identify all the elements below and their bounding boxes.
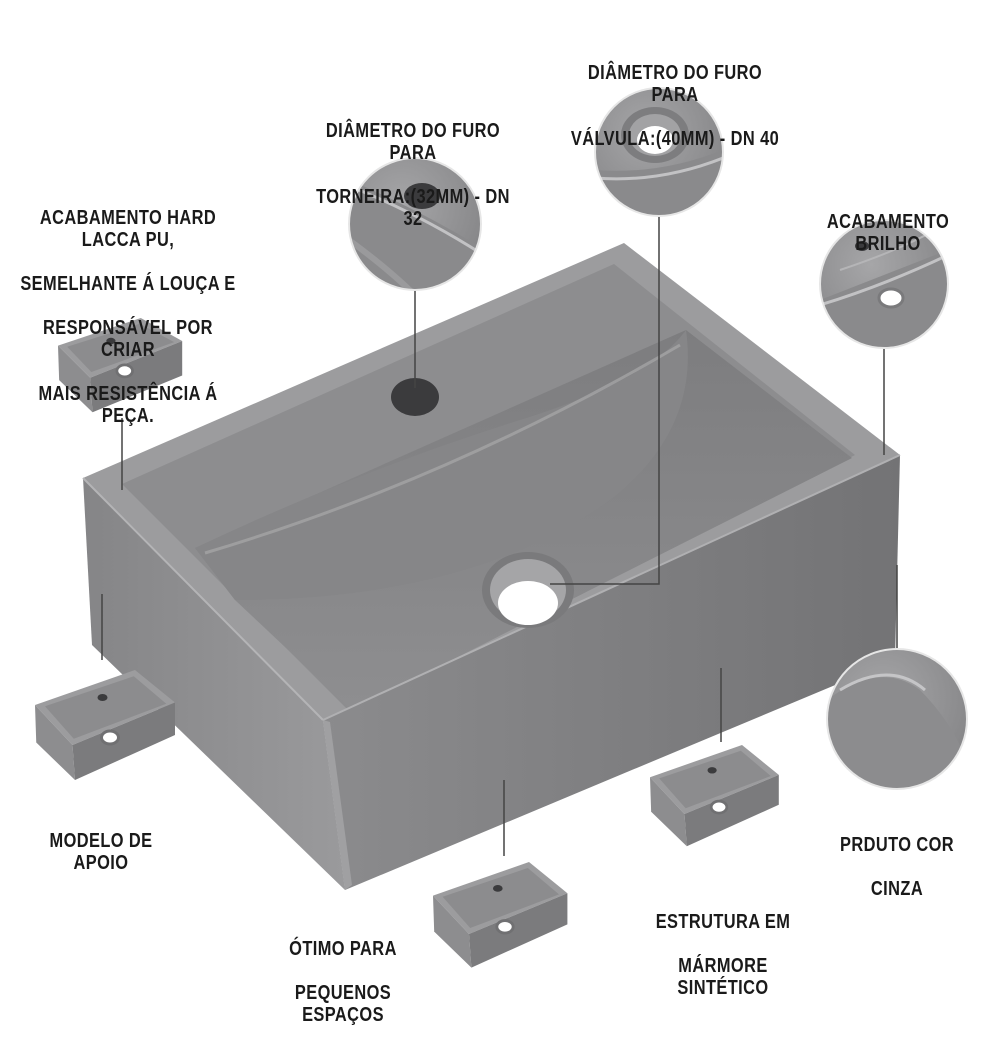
label-line: DIÂMETRO DO FURO PARA [325, 120, 501, 164]
label-line: PEQUENOS ESPAÇOS [294, 982, 392, 1026]
label-line: DIÂMETRO DO FURO PARA [587, 62, 763, 106]
mini-sink-thumbnail-icon [35, 670, 175, 780]
label-line: RESPONSÁVEL POR CRIAR [43, 317, 213, 361]
small-spaces-label: ÓTIMO PARA PEQUENOS ESPAÇOS [259, 916, 428, 1048]
sink-basin [82, 243, 901, 890]
valve-hole-detail-icon [594, 87, 724, 217]
finish-hard-label: ACABAMENTO HARD LACCA PU, SEMELHANTE Á L… [16, 185, 239, 449]
mini-sink-thumbnail-icon [433, 862, 568, 968]
label-line: MAIS RESISTÊNCIA Á PEÇA. [38, 383, 218, 427]
mini-sink-thumbnail-icon [58, 318, 183, 413]
mini-sink-thumbnail-icon [650, 745, 779, 847]
faucet-hole-detail-icon [348, 157, 482, 291]
label-line: ESTRUTURA EM [655, 911, 791, 933]
label-line: MODELO DE APOIO [49, 830, 153, 874]
color-detail-icon [826, 648, 968, 790]
label-line: TORNEIRA:(32MM) - DN 32 [316, 186, 510, 230]
label-line: PRDUTO COR [839, 834, 955, 856]
finish-gloss-label: ACABAMENTO BRILHO [804, 189, 971, 277]
label-line: SEMELHANTE Á LOUÇA E [20, 273, 236, 295]
grey-product-label: PRDUTO COR CINZA [836, 812, 959, 922]
callout-lines [101, 216, 898, 856]
label-line: ACABAMENTO HARD LACCA PU, [39, 207, 217, 251]
valve-hole-label: DIÂMETRO DO FURO PARA VÁLVULA:(40MM) - D… [568, 40, 781, 172]
label-line: ACABAMENTO BRILHO [826, 211, 950, 255]
support-model-label: MODELO DE APOIO [23, 808, 179, 896]
gloss-detail-icon [819, 219, 949, 349]
label-line: VÁLVULA:(40MM) - DN 40 [570, 128, 780, 150]
label-line: ÓTIMO PARA [289, 938, 397, 960]
label-line: CINZA [870, 878, 924, 900]
label-line: MÁRMORE SINTÉTICO [677, 955, 769, 999]
faucet-hole-label: DIÂMETRO DO FURO PARA TORNEIRA:(32MM) - … [306, 98, 521, 252]
product-scene [35, 87, 968, 968]
marble-label: ESTRUTURA EM MÁRMORE SINTÉTICO [634, 889, 813, 1021]
